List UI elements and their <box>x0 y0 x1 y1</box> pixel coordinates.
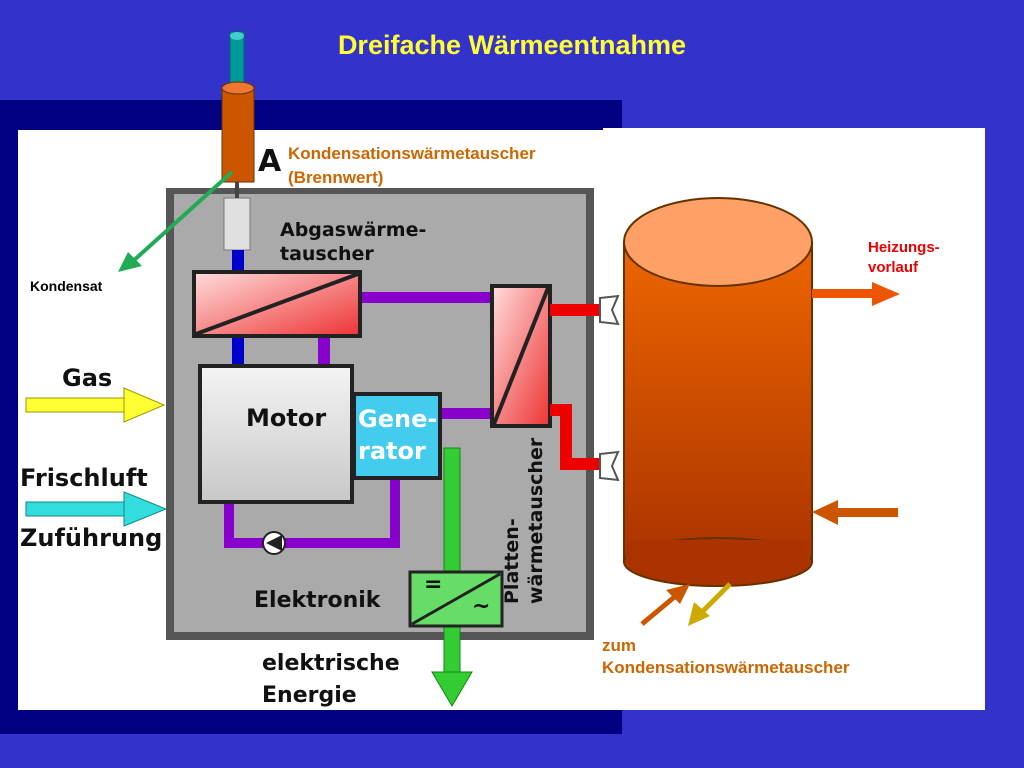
gas-arrow <box>25 387 166 423</box>
condensing-hx-sublabel: (Brennwert) <box>288 168 384 187</box>
slide-title: Dreifache Wärmeentnahme <box>337 30 687 60</box>
plate-heat-exchanger <box>490 284 552 428</box>
gas-label: Gas <box>62 364 113 392</box>
condensate-label: Kondensat <box>30 278 103 294</box>
storage-tank <box>623 197 813 587</box>
fresh-air-label-1: Frischluft <box>20 464 148 492</box>
cold-pipes <box>232 250 244 368</box>
fresh-air-arrow <box>25 491 168 527</box>
electric-energy-label-2: Energie <box>262 683 357 708</box>
coolant-pipes <box>224 292 494 548</box>
inverter-dc-symbol: = <box>424 572 443 597</box>
electronics-label: Elektronik <box>254 588 381 613</box>
inverter-ac-symbol: ~ <box>472 594 491 619</box>
heating-flow-label-2: vorlauf <box>868 259 919 276</box>
heating-flow-label-1: Heizungs- <box>868 239 940 256</box>
hot-pipes <box>550 304 602 470</box>
condensing-hx-label: Kondensationswärmetauscher <box>288 144 536 163</box>
inverter-box <box>408 570 504 628</box>
chimney-letter: A <box>258 144 282 179</box>
pump-icon <box>262 531 286 555</box>
generator-block <box>352 392 442 480</box>
plate-hx-label-1: Platten- <box>501 518 523 604</box>
exhaust-stack <box>221 31 255 251</box>
exhaust-hx-label-2: tauscher <box>280 243 374 265</box>
condensate-arrow <box>118 170 234 272</box>
generator-label-1: Gene- <box>358 405 438 433</box>
plate-hx-label: Platten- wärmetauscher <box>501 437 547 604</box>
motor-label: Motor <box>246 404 327 432</box>
plate-hx-label-2: wärmetauscher <box>525 437 547 604</box>
generator-label-2: rator <box>358 437 426 465</box>
fresh-air-label-2: Zuführung <box>20 524 163 552</box>
exhaust-heat-exchanger <box>192 270 362 338</box>
heating-return-arrow <box>812 500 898 525</box>
label-backdrop <box>256 136 594 188</box>
to-condenser-label-1: zum <box>602 636 636 655</box>
to-condenser-label-2: Kondensationswärmetauscher <box>602 658 850 677</box>
motor-block <box>198 364 354 504</box>
pipe-connectors <box>599 294 620 482</box>
exhaust-hx-label-1: Abgaswärme- <box>280 219 427 241</box>
electric-line <box>431 447 473 707</box>
electric-energy-label-1: elektrische <box>262 651 400 676</box>
heating-flow-arrow <box>812 282 900 306</box>
condenser-arrows <box>640 582 732 626</box>
